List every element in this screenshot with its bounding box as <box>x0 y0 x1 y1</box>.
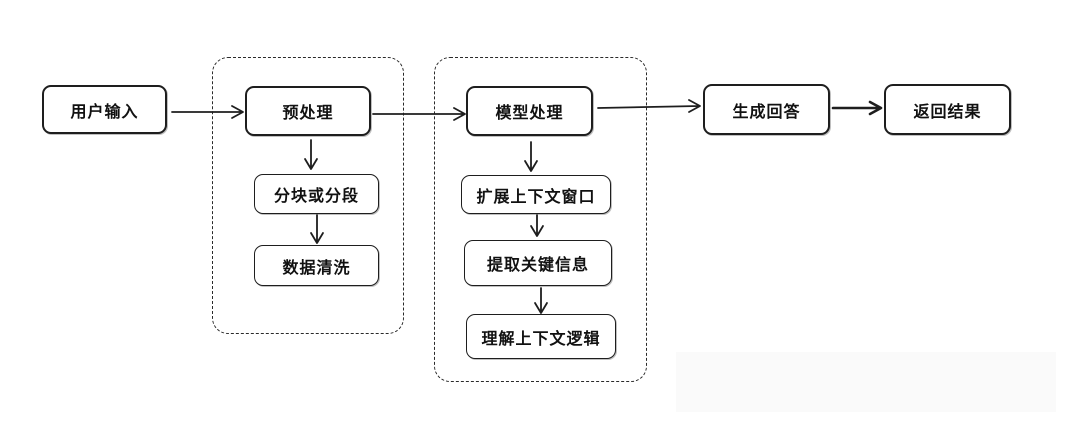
node-generate-answer-label: 生成回答 <box>732 101 801 121</box>
arrow-model-to-answer <box>597 99 701 113</box>
arrow-model-to-expand <box>524 141 538 172</box>
node-user-input: 用户输入 <box>42 85 167 134</box>
node-expand-context: 扩展上下文窗口 <box>461 175 611 214</box>
node-chunking: 分块或分段 <box>254 174 379 214</box>
node-return-result: 返回结果 <box>884 84 1011 135</box>
node-cleaning: 数据清洗 <box>254 245 379 286</box>
node-preprocess-label: 预处理 <box>282 103 334 122</box>
node-return-result-label: 返回结果 <box>913 101 982 121</box>
node-understand-logic-label: 理解上下文逻辑 <box>481 328 601 348</box>
node-user-input-label: 用户输入 <box>70 101 139 121</box>
node-extract-info: 提取关键信息 <box>464 240 612 286</box>
preprocess-group <box>212 57 404 334</box>
node-understand-logic: 理解上下文逻辑 <box>466 314 616 359</box>
arrow-answer-to-result <box>831 100 883 116</box>
arrow-extract-to-understand <box>534 287 548 314</box>
arrow-expand-to-extract <box>530 214 544 237</box>
node-generate-answer: 生成回答 <box>703 84 830 135</box>
node-preprocess: 预处理 <box>245 86 371 136</box>
blank-area <box>676 352 1056 412</box>
node-extract-info-label: 提取关键信息 <box>486 255 589 274</box>
node-chunking-label: 分块或分段 <box>273 186 359 205</box>
node-model-processing-label: 模型处理 <box>495 103 564 122</box>
node-model-processing: 模型处理 <box>466 86 593 136</box>
arrow-preprocess-to-chunking <box>304 139 318 170</box>
arrow-preprocess-to-model <box>372 107 466 121</box>
model-processing-group <box>434 57 647 382</box>
node-cleaning-label: 数据清洗 <box>282 257 351 277</box>
arrow-chunking-to-cleaning <box>310 214 324 244</box>
node-expand-context-label: 扩展上下文窗口 <box>476 186 596 206</box>
arrow-input-to-preprocess <box>171 105 244 119</box>
